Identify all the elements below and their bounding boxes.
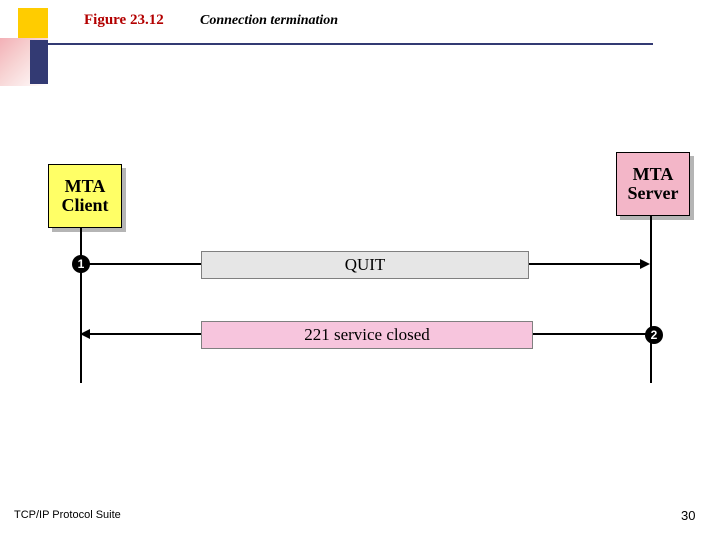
node-mta-client: MTA Client xyxy=(48,164,122,228)
figure-title: Connection termination xyxy=(200,13,339,28)
page-number: 30 xyxy=(681,508,696,523)
figure-label: Figure 23.12 xyxy=(84,12,164,28)
timeline-client xyxy=(80,228,82,383)
step-bullet-2: 2 xyxy=(645,326,663,344)
decoration-yellow-square xyxy=(18,8,48,38)
arrow-head-service-closed xyxy=(80,329,90,339)
header-divider-line xyxy=(48,43,653,45)
arrow-head-quit xyxy=(640,259,650,269)
node-mta-server-line2: Server xyxy=(627,183,679,203)
node-mta-client-line2: Client xyxy=(61,195,109,215)
decoration-navy-bar xyxy=(30,40,48,84)
step-bullet-1: 1 xyxy=(72,255,90,273)
node-mta-server-line1: MTA xyxy=(632,164,674,185)
node-mta-server: MTA Server xyxy=(616,152,690,216)
message-box-quit: QUIT xyxy=(201,251,529,279)
message-box-service-closed: 221 service closed xyxy=(201,321,533,349)
footer-suite-label: TCP/IP Protocol Suite xyxy=(14,509,121,521)
node-mta-client-line1: MTA xyxy=(64,176,106,197)
timeline-server xyxy=(650,216,652,383)
